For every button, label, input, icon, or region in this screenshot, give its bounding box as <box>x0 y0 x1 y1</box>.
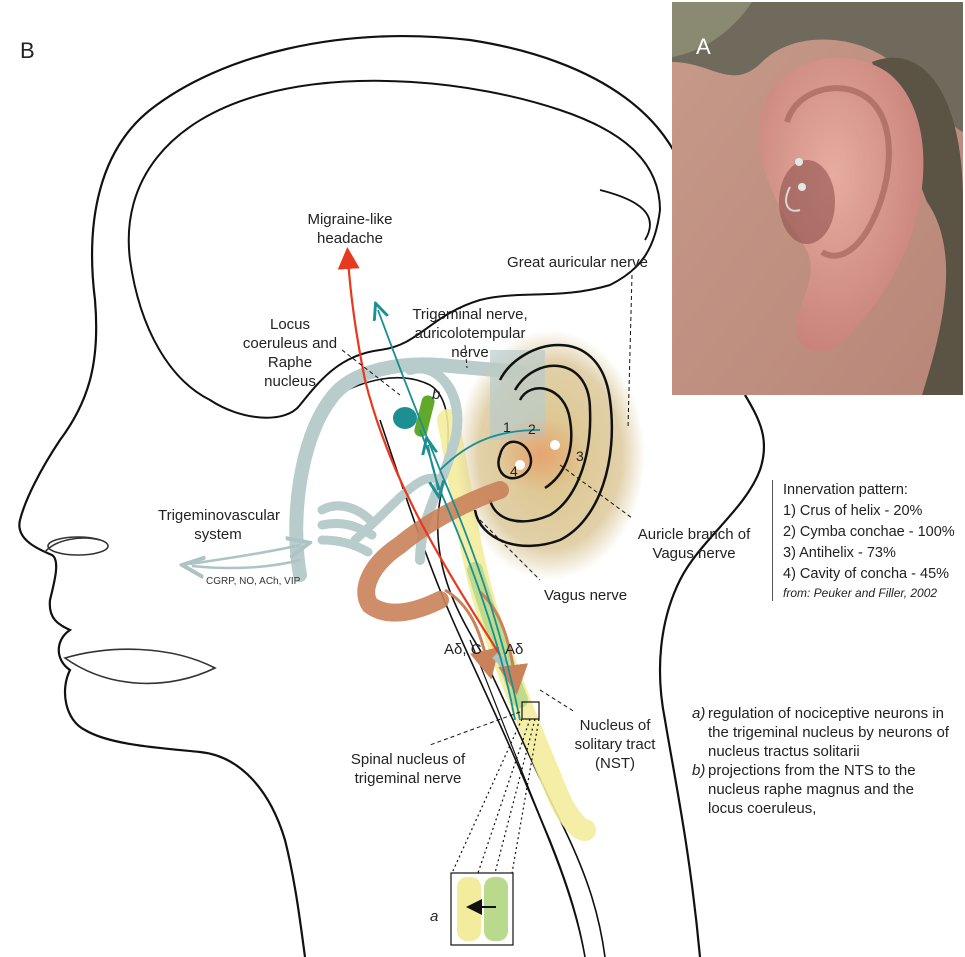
neck-back-outline <box>658 394 766 957</box>
label-fiber-right: Aδ <box>505 641 524 658</box>
notes: a) regulation of nociceptive neurons in … <box>692 704 952 818</box>
tv-arrow-left <box>192 560 301 568</box>
teal-arrow-up-1 <box>378 310 521 721</box>
mouth <box>63 648 217 685</box>
leader-auricle-branch <box>559 464 633 519</box>
note-b: b) projections from the NTS to the nucle… <box>692 761 952 818</box>
magnify-yellow <box>457 877 481 941</box>
trigeminal-gray-nerve <box>289 357 527 582</box>
ear-point-4 <box>515 460 525 470</box>
innervation-item: 1) Crus of helix - 20% <box>783 503 923 519</box>
magnify-green <box>484 877 508 941</box>
innervation-item: 4) Cavity of concha - 45% <box>783 566 950 582</box>
note-b-text: projections from the NTS to the nucleus … <box>708 762 916 817</box>
vagus-brown-nerve <box>357 481 509 622</box>
note-a-text: regulation of nociceptive neurons in the… <box>708 705 949 760</box>
raphe-bar <box>414 395 435 437</box>
tv-arrow-right <box>189 545 300 566</box>
panel-label-a: A <box>696 34 711 59</box>
label-mediators: CGRP, NO, ACh, VIP <box>206 576 301 587</box>
zoom-line-2 <box>477 718 531 874</box>
vascular-gray-arc <box>350 473 445 545</box>
fiber-left-arrow <box>444 588 500 680</box>
leader-spinal <box>429 711 521 746</box>
ear-number-2: 2 <box>528 421 536 437</box>
label-fiber-left: Aδ, C <box>444 641 482 658</box>
leader-locus <box>341 349 401 396</box>
cord-inner <box>469 639 586 957</box>
leader-trigeminal <box>464 344 468 369</box>
ear-antihelix <box>518 387 573 490</box>
note-a: a) regulation of nociceptive neurons in … <box>692 704 952 761</box>
head-outline <box>18 35 692 957</box>
label-trigeminal: Trigeminal nerve, auricolotempular nerve <box>412 306 528 361</box>
zoom-line-1 <box>451 718 523 874</box>
label-a-marker: a <box>430 908 439 925</box>
leader-vagus <box>479 519 541 581</box>
migraine-arrow <box>337 247 501 656</box>
ear-helix-outer <box>473 343 614 548</box>
cord-gray-tip <box>492 652 508 668</box>
nst-green <box>467 562 528 708</box>
label-vagus: Vagus nerve <box>544 587 628 604</box>
note-b-key: b) <box>692 762 706 779</box>
panel-label-b: B <box>20 38 35 63</box>
teal-arrow-down <box>419 429 438 490</box>
leader-great-auricular <box>627 274 633 429</box>
innervation-title: Innervation pattern: <box>783 482 908 498</box>
ear-concha <box>497 440 533 480</box>
concha-glow <box>495 417 585 493</box>
brain-sulcus <box>599 189 651 241</box>
ear-photo-drawing <box>672 2 963 395</box>
ear-number-1: 1 <box>503 419 511 435</box>
zoom-line-4 <box>511 718 540 874</box>
label-migraine: Migraine-like headache <box>307 211 393 247</box>
magnify-box-small <box>521 701 540 720</box>
leader-nst <box>539 689 576 713</box>
teal-arrow-ear <box>439 429 541 471</box>
brainstem-outline <box>329 377 606 957</box>
ear-photo <box>672 2 963 395</box>
nostril <box>47 536 109 556</box>
innervation-item: 2) Cymba conchae - 100% <box>783 524 955 540</box>
label-auricle-branch: Auricle branch of Vagus nerve <box>637 526 751 562</box>
locus-coeruleus-blob <box>393 407 417 429</box>
label-locus: Locus coeruleus and Raphe nucleus <box>242 316 338 390</box>
label-nst: Nucleus of solitary tract (NST) <box>574 717 656 772</box>
note-a-key: a) <box>692 705 706 722</box>
innervation-item: 3) Antihelix - 73% <box>783 545 896 561</box>
ear-number-4: 4 <box>510 463 518 479</box>
zoom-line-3 <box>494 718 536 874</box>
innervation-pattern: Innervation pattern: 1) Crus of helix - … <box>772 480 965 601</box>
label-trigeminovascular: Trigeminovascular system <box>158 507 280 543</box>
label-b-marker: b <box>432 386 441 403</box>
label-great-auricular: Great auricular nerve <box>507 254 648 271</box>
brain-outline <box>127 79 662 419</box>
fiber-right-arrow <box>478 590 529 695</box>
ear-helix-inner <box>488 364 592 523</box>
ear-number-3: 3 <box>576 448 584 464</box>
label-spinal: Spinal nucleus of trigeminal nerve <box>350 751 466 787</box>
ear-point-2 <box>550 440 560 450</box>
innervation-source: from: Peuker and Filler, 2002 <box>783 586 938 600</box>
